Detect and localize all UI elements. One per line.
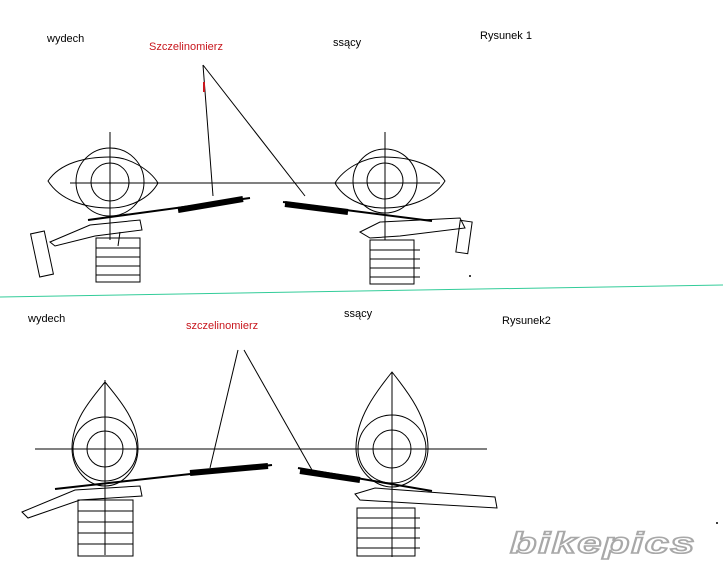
exhaust-label-1: wydech xyxy=(47,33,85,45)
exhaust-cam-2 xyxy=(71,380,139,555)
exhaust-label-2: wydech xyxy=(28,313,66,325)
exhaust-rocker-arm-2 xyxy=(21,464,273,519)
bikepics-logo-text: bikepics xyxy=(510,527,696,560)
intake-cam-2 xyxy=(355,371,429,557)
exhaust-cam xyxy=(47,132,159,240)
stray-dot-2 xyxy=(716,522,718,524)
feeler-gauge-label-1: Szczelinomierz xyxy=(149,41,223,53)
feeler-gauge-blade-right-2 xyxy=(299,468,361,483)
intake-label-2: ssący xyxy=(344,308,373,320)
intake-valve-spring-2 xyxy=(356,507,420,557)
stray-dot xyxy=(469,275,471,277)
figure-caption-2: Rysunek2 xyxy=(502,315,551,327)
figure-caption-1: Rysunek 1 xyxy=(480,30,532,42)
figure-separator xyxy=(0,284,723,298)
bikepics-logo: bikepics xyxy=(509,526,696,560)
intake-label-1: ssący xyxy=(333,37,362,49)
figure-2 xyxy=(21,349,498,557)
intake-cam xyxy=(334,132,446,240)
feeler-gauge-blade-right xyxy=(284,201,349,215)
exhaust-valve-spring xyxy=(95,237,141,283)
feeler-gauge-pointer xyxy=(202,64,306,197)
intake-valve-spring xyxy=(369,239,420,285)
feeler-gauge-label-2: szczelinomierz xyxy=(186,320,259,332)
exhaust-valve-spring-2 xyxy=(77,499,134,557)
feeler-gauge-pointer-2 xyxy=(209,349,313,471)
figure-1 xyxy=(29,64,473,285)
feeler-gauge-blade-left-2 xyxy=(189,463,269,476)
feeler-gauge-blade-left xyxy=(177,196,244,213)
